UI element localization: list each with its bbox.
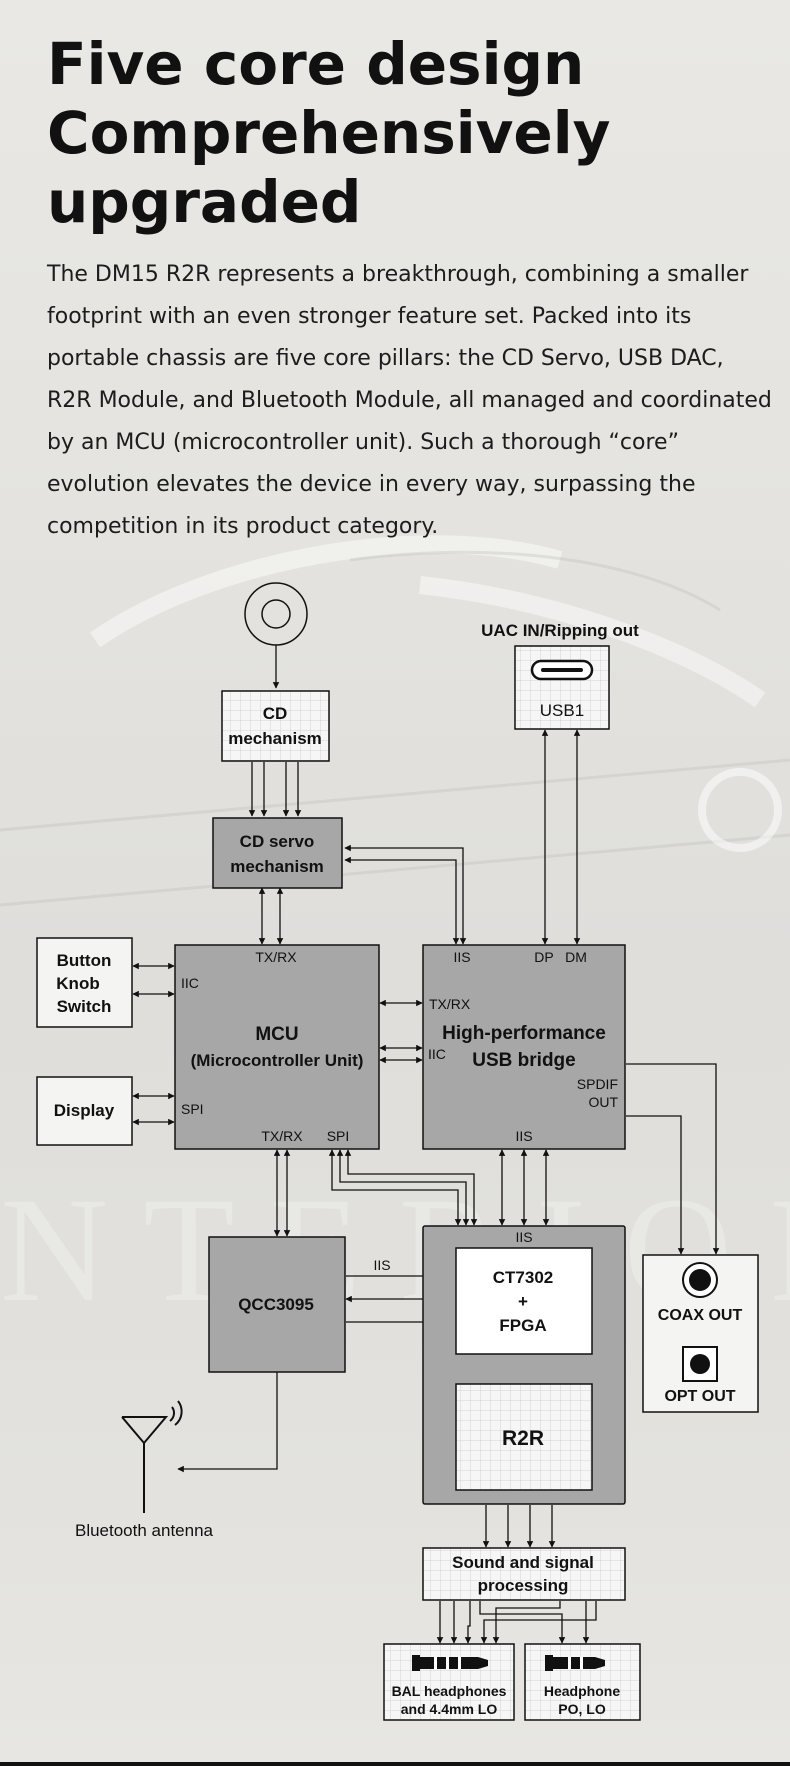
mcu-subtitle: (Microcontroller Unit) xyxy=(191,1051,364,1070)
cd-mechanism-label-1: CD xyxy=(263,704,288,723)
bal-headphones-block: BAL headphones and 4.4mm LO xyxy=(383,1643,515,1721)
fpga-label: FPGA xyxy=(499,1316,546,1335)
mcu-txrx-top-label: TX/RX xyxy=(255,949,297,965)
headline: Five core design Comprehensively upgrade… xyxy=(47,30,747,237)
cd-disc-icon xyxy=(244,582,308,646)
bridge-spdif-label: SPDIF xyxy=(577,1076,618,1092)
mcu-spi-left-label: SPI xyxy=(181,1101,204,1117)
coax-out-label: COAX OUT xyxy=(658,1307,743,1324)
bridge-dp-label: DP xyxy=(534,949,553,965)
bridge-iis-top-label: IIS xyxy=(453,949,470,965)
mcu-block: TX/RX IIC MCU (Microcontroller Unit) SPI… xyxy=(174,944,380,1150)
usb-bridge-block: IIS DP DM TX/RX High-performance IIC USB… xyxy=(422,944,626,1150)
qcc3095-block: QCC3095 xyxy=(208,1236,346,1373)
coax-jack-icon xyxy=(682,1262,718,1298)
headphone-plug-icon-2 xyxy=(545,1655,605,1671)
sound-label-2: processing xyxy=(478,1576,569,1595)
bridge-iic-label: IIC xyxy=(428,1046,446,1062)
ct7302-label: CT7302 xyxy=(493,1268,553,1287)
headline-line-2: Comprehensively xyxy=(47,99,611,167)
display-block: Display xyxy=(36,1076,133,1146)
ct7302-fpga-block: CT7302 + FPGA xyxy=(455,1247,593,1355)
sound-processing-block: Sound and signal processing xyxy=(422,1547,626,1601)
button-knob-switch-block: Button Knob Switch xyxy=(36,937,133,1028)
display-label: Display xyxy=(54,1101,115,1120)
bridge-title-1: High-performance xyxy=(442,1023,606,1044)
bottom-rule xyxy=(0,1762,790,1766)
cd-mechanism-label-2: mechanism xyxy=(228,729,322,748)
bridge-out-label: OUT xyxy=(588,1094,618,1110)
bridge-title-2: USB bridge xyxy=(472,1050,575,1071)
mcu-title: MCU xyxy=(255,1024,298,1045)
hp-label-1: Headphone xyxy=(544,1683,620,1699)
mcu-txrx-bottom-label: TX/RX xyxy=(261,1128,303,1144)
headphone-plug-icon xyxy=(412,1655,488,1671)
hp-label-2: PO, LO xyxy=(558,1701,606,1717)
knob-label: Knob xyxy=(56,974,99,993)
headphone-po-lo-block: Headphone PO, LO xyxy=(524,1643,641,1721)
digital-outputs-block: COAX OUT OPT OUT xyxy=(642,1254,759,1413)
usb1-block: USB1 xyxy=(514,645,610,730)
bal-label-2: and 4.4mm LO xyxy=(401,1701,498,1717)
switch-label: Switch xyxy=(57,997,112,1016)
bal-label-1: BAL headphones xyxy=(392,1683,507,1699)
sound-label-1: Sound and signal xyxy=(452,1553,594,1572)
optical-jack-icon xyxy=(682,1346,718,1382)
qcc-iis-label: IIS xyxy=(373,1257,390,1273)
bridge-dm-label: DM xyxy=(565,949,587,965)
r2r-block: R2R xyxy=(455,1383,593,1491)
antenna-icon xyxy=(121,1400,183,1513)
dac-container-block: IIS CT7302 + FPGA R2R xyxy=(422,1225,626,1505)
cd-mechanism-block: CD mechanism xyxy=(221,690,330,762)
cd-servo-label-1: CD servo xyxy=(240,832,315,851)
mcu-iic-label: IIC xyxy=(181,975,199,991)
cd-servo-label-2: mechanism xyxy=(230,857,324,876)
qcc3095-label: QCC3095 xyxy=(238,1295,314,1314)
opt-out-label: OPT OUT xyxy=(664,1388,735,1405)
mcu-spi-bottom-label: SPI xyxy=(327,1128,350,1144)
cd-servo-block: CD servo mechanism xyxy=(212,817,343,889)
headline-line-1: Five core design xyxy=(47,30,585,98)
r2r-label: R2R xyxy=(502,1427,544,1450)
plus-label: + xyxy=(518,1292,528,1311)
usb-title: UAC IN/Ripping out xyxy=(481,621,639,640)
bluetooth-antenna-label: Bluetooth antenna xyxy=(75,1521,214,1540)
usb1-label: USB1 xyxy=(540,701,584,720)
bridge-iis-bottom-label: IIS xyxy=(515,1128,532,1144)
button-label: Button xyxy=(57,951,112,970)
dac-iis-label: IIS xyxy=(515,1229,532,1245)
bridge-txrx-label: TX/RX xyxy=(429,996,471,1012)
intro-paragraph: The DM15 R2R represents a breakthrough, … xyxy=(47,262,772,539)
headline-line-3: upgraded xyxy=(47,168,362,236)
